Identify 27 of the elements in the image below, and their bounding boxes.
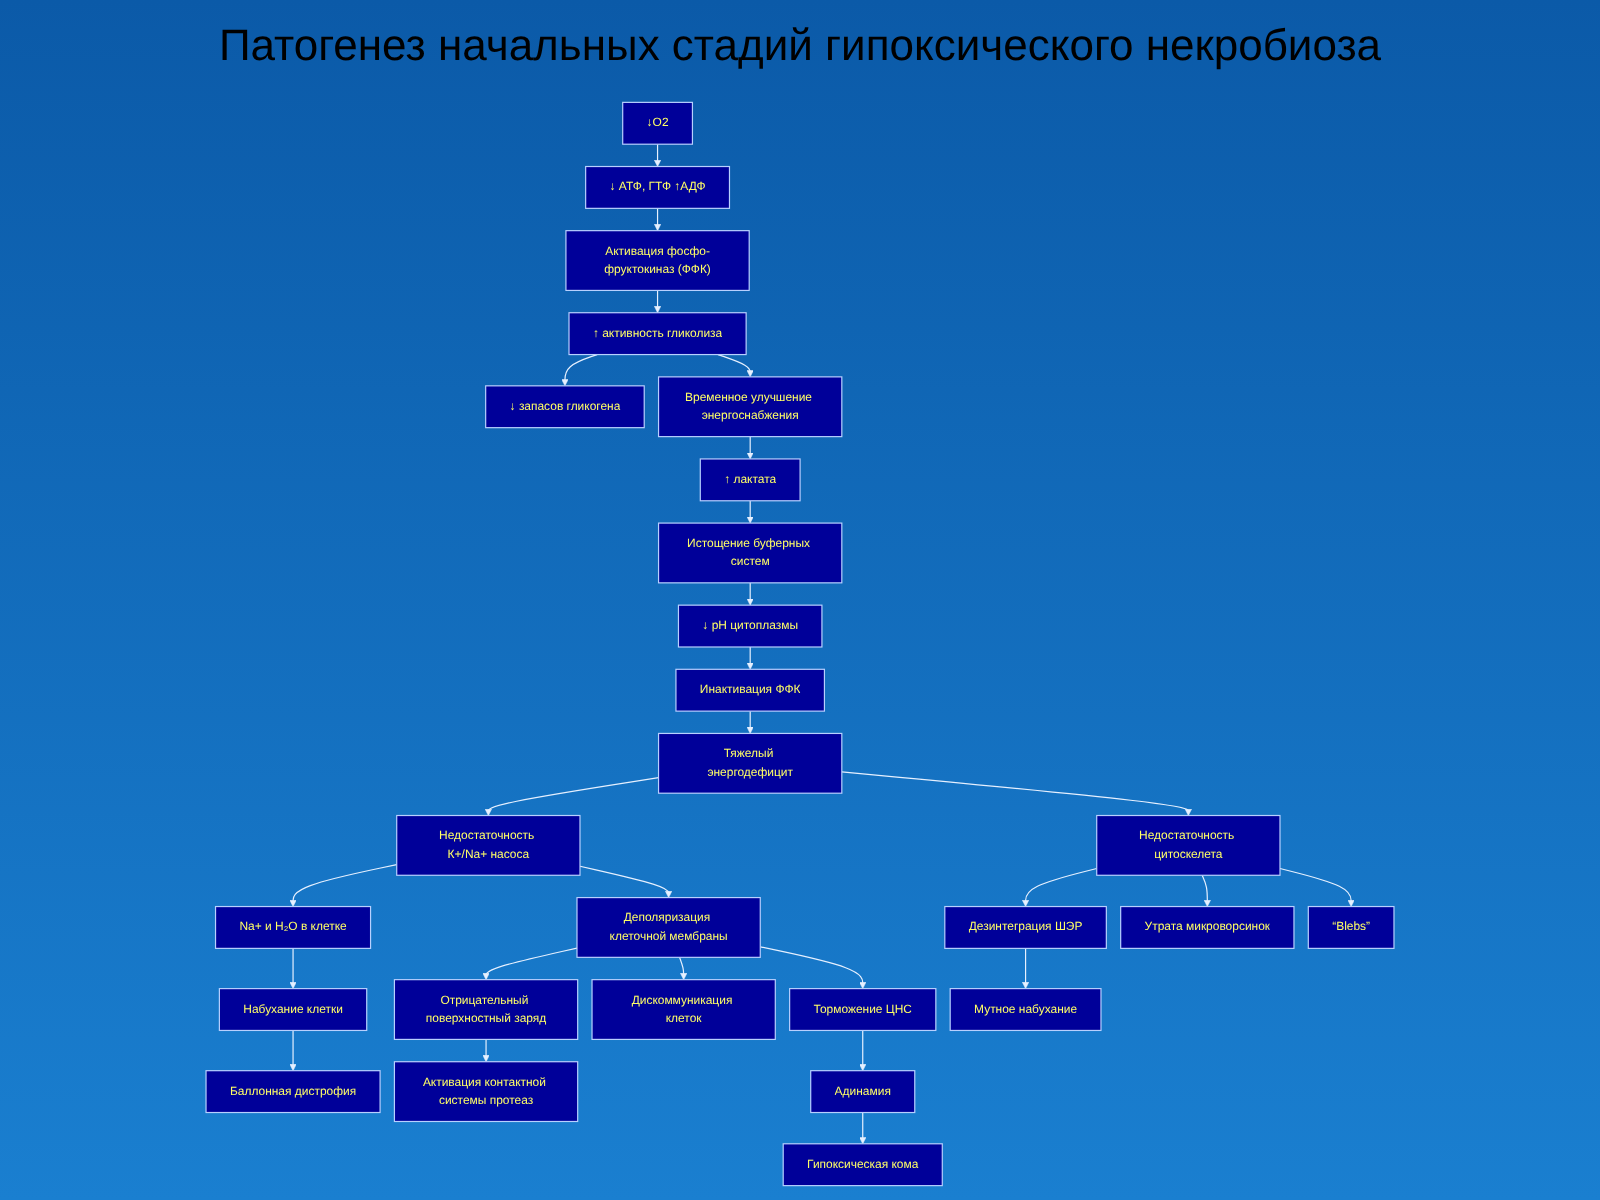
arrow bbox=[654, 207, 662, 231]
arrow bbox=[289, 947, 297, 989]
arrow bbox=[746, 436, 754, 460]
arrow bbox=[1022, 867, 1098, 907]
arrow bbox=[746, 710, 754, 734]
arrow bbox=[1279, 867, 1355, 907]
arrow bbox=[1022, 947, 1030, 989]
arrow bbox=[654, 143, 662, 167]
arrow bbox=[678, 956, 688, 980]
arrow bbox=[859, 1029, 867, 1071]
arrow bbox=[1201, 874, 1211, 907]
arrow bbox=[289, 1029, 297, 1071]
arrow bbox=[746, 646, 754, 670]
arrow bbox=[561, 353, 598, 387]
arrow bbox=[841, 771, 1192, 816]
arrow bbox=[717, 353, 754, 378]
arrow bbox=[482, 1038, 490, 1063]
arrow bbox=[579, 865, 673, 898]
arrow bbox=[484, 777, 660, 816]
arrow bbox=[859, 1111, 867, 1145]
arrow bbox=[482, 947, 578, 980]
arrow bbox=[289, 864, 398, 907]
arrow bbox=[746, 582, 754, 606]
arrow bbox=[654, 289, 662, 314]
diagram-title: Патогенез начальных стадий гипоксического некробиоза bbox=[216, 20, 1384, 72]
arrow bbox=[746, 500, 754, 524]
arrow bbox=[759, 946, 867, 989]
